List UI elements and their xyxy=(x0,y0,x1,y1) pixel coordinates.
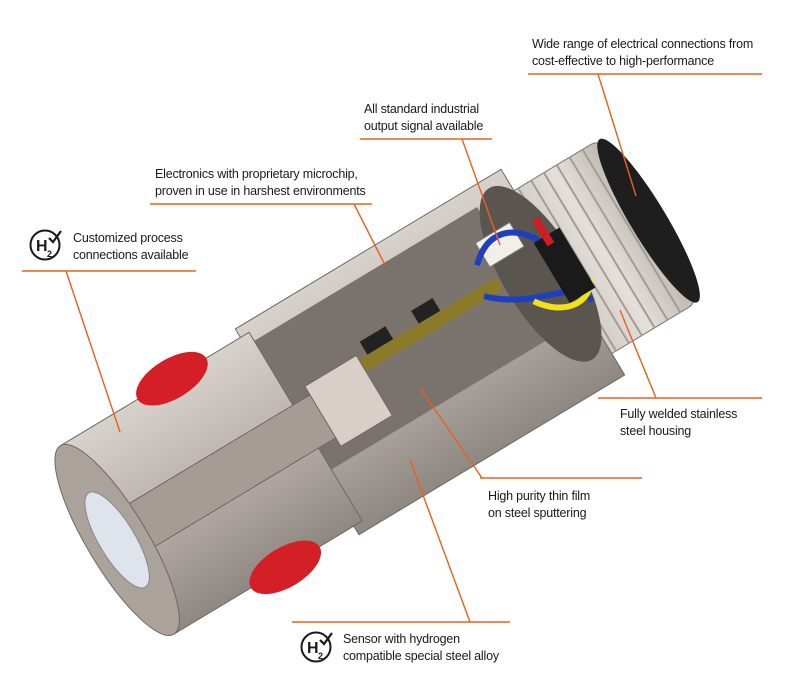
callout-process: Customized process connections available xyxy=(73,231,189,262)
sensor-element xyxy=(304,354,393,448)
svg-text:2: 2 xyxy=(318,651,323,661)
callout-housing: Fully welded stainless steel housing xyxy=(620,407,738,438)
callout-thinfilm: High purity thin film on steel sputterin… xyxy=(488,489,591,520)
leader-process xyxy=(65,270,121,433)
leader-thinfilm xyxy=(419,387,483,479)
leader-lines xyxy=(22,73,762,623)
svg-text:2: 2 xyxy=(47,249,52,259)
leader-electrical xyxy=(597,73,637,197)
pcb xyxy=(350,277,504,377)
svg-text:H: H xyxy=(307,640,319,657)
callout-sensor: Sensor with hydrogen compatible special … xyxy=(343,632,499,663)
callout-electronics: Electronics with proprietary microchip, … xyxy=(155,167,366,198)
sensor-body xyxy=(54,138,700,637)
svg-text:H: H xyxy=(36,238,48,255)
connector-end xyxy=(597,138,700,303)
hydrogen-h2-icon: H 2 xyxy=(29,229,62,261)
leader-output xyxy=(461,138,501,246)
connector-pins xyxy=(533,227,596,304)
leader-sensor xyxy=(409,459,471,623)
leader-housing xyxy=(619,309,657,399)
callout-electrical: Wide range of electrical connections fro… xyxy=(532,37,754,68)
hydrogen-h2-icon: H 2 xyxy=(300,631,333,663)
leader-electronics xyxy=(353,203,386,266)
callout-output: All standard industrial output signal av… xyxy=(364,102,484,133)
